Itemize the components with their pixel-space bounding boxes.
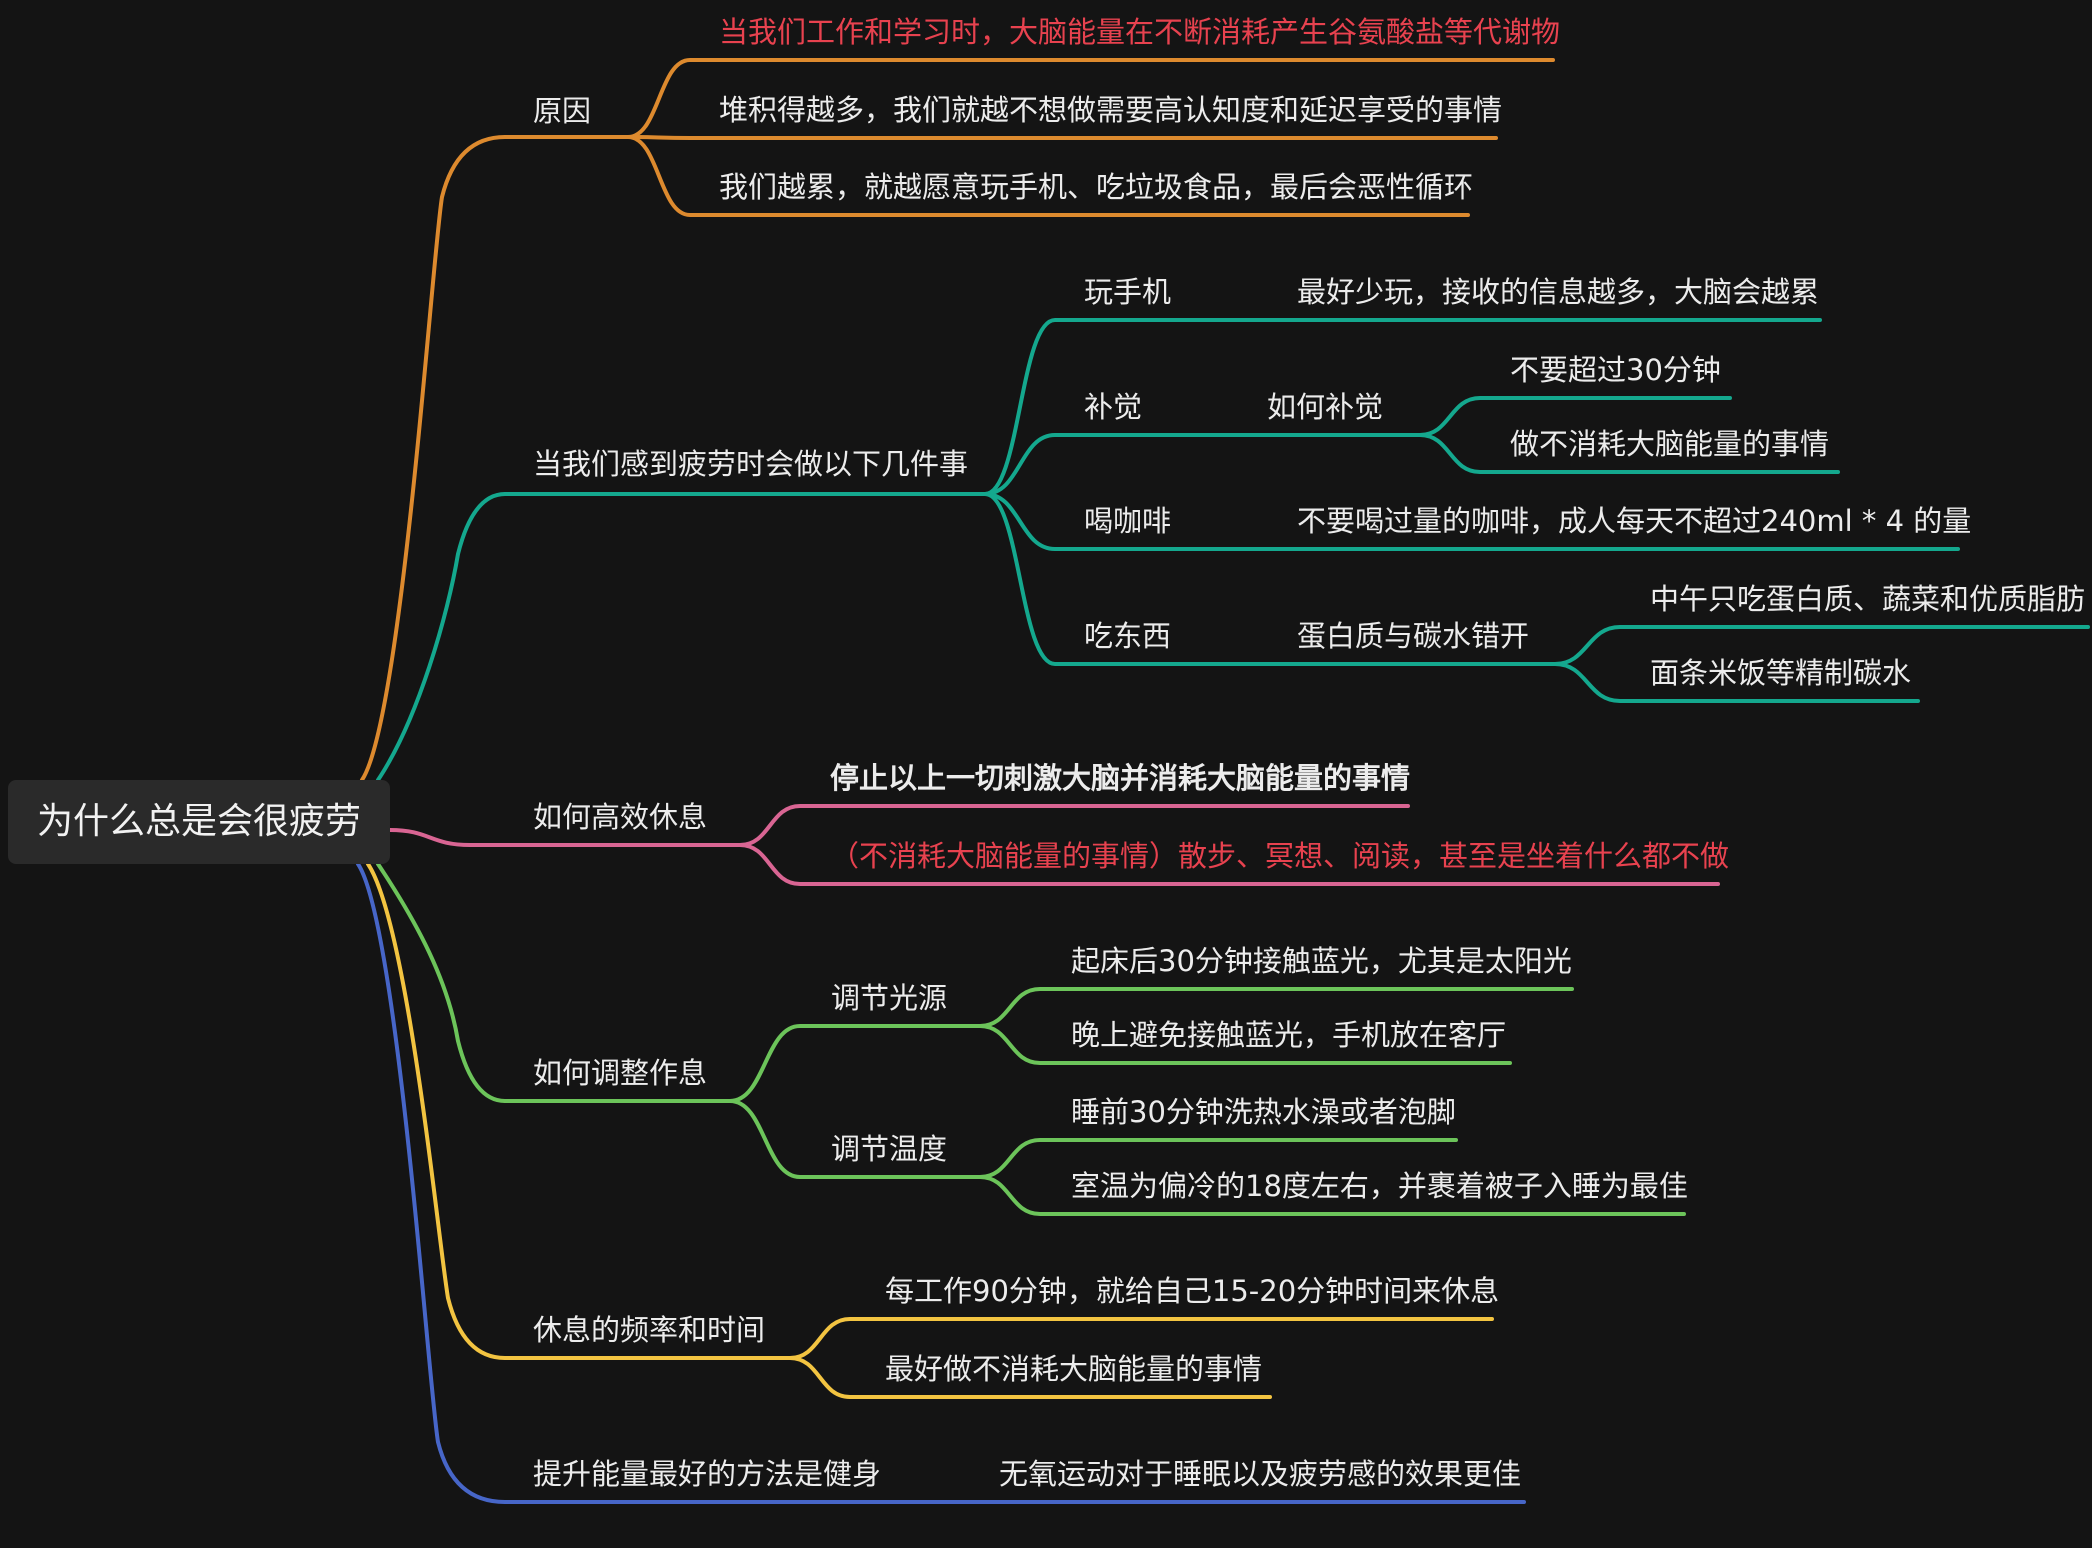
cause-item-3[interactable]: 我们越累，就越愿意玩手机、吃垃圾食品，最后会恶性循环	[719, 170, 1474, 204]
light-item-2[interactable]: 晚上避免接触蓝光，手机放在客厅	[1071, 1018, 1507, 1052]
schedule-temperature[interactable]: 调节温度	[831, 1132, 948, 1166]
tired-nap-item-1[interactable]: 不要超过30分钟	[1510, 353, 1721, 387]
light-item-1[interactable]: 起床后30分钟接触蓝光，尤其是太阳光	[1071, 944, 1572, 978]
edge-cause-3	[626, 135, 1470, 217]
edge-light-1	[978, 987, 1574, 1028]
rest-item-2[interactable]: （不消耗大脑能量的事情）散步、冥想、阅读，甚至是坐着什么都不做	[830, 839, 1730, 873]
edge-nap-2	[1418, 433, 1840, 474]
edge-efficient-rest	[388, 828, 742, 847]
edge-cause-1	[626, 58, 1555, 139]
fitness-item-1[interactable]: 无氧运动对于睡眠以及疲劳感的效果更佳	[999, 1457, 1522, 1491]
edge-temperature	[728, 1099, 982, 1179]
edge-temperature-1	[978, 1138, 1458, 1179]
edge-rest-1	[738, 804, 1410, 847]
branch-adjust-schedule[interactable]: 如何调整作息	[533, 1056, 708, 1090]
tired-nap[interactable]: 补觉	[1084, 390, 1143, 424]
schedule-light[interactable]: 调节光源	[831, 981, 948, 1015]
edge-fitness	[356, 862, 507, 1504]
tired-phone[interactable]: 玩手机	[1084, 275, 1172, 309]
branch-when-tired[interactable]: 当我们感到疲劳时会做以下几件事	[533, 447, 969, 481]
edge-adjust-schedule	[376, 862, 507, 1103]
tired-eat-item-1[interactable]: 中午只吃蛋白质、蔬菜和优质脂肪	[1650, 582, 2086, 616]
cause-item-2[interactable]: 堆积得越多，我们就越不想做需要高认知度和延迟享受的事情	[719, 93, 1503, 127]
edge-frequency-2	[788, 1356, 1272, 1399]
edge-when-tired	[376, 492, 507, 782]
frequency-item-1[interactable]: 每工作90分钟，就给自己15-20分钟时间来休息	[885, 1274, 1500, 1308]
branch-fitness[interactable]: 提升能量最好的方法是健身	[533, 1457, 882, 1491]
edge-cause	[360, 135, 507, 782]
frequency-item-2[interactable]: 最好做不消耗大脑能量的事情	[885, 1352, 1263, 1386]
edge-cause-2	[626, 135, 1498, 140]
edge-rest-frequency	[366, 862, 507, 1360]
cause-item-1[interactable]: 当我们工作和学习时，大脑能量在不断消耗产生谷氨酸盐等代谢物	[719, 15, 1561, 49]
edge-rest-2	[738, 843, 1720, 886]
tired-nap-item-2[interactable]: 做不消耗大脑能量的事情	[1510, 427, 1830, 461]
rest-item-1[interactable]: 停止以上一切刺激大脑并消耗大脑能量的事情	[830, 761, 1411, 795]
edge-nap-1	[1418, 396, 1732, 437]
tired-nap-how[interactable]: 如何补觉	[1267, 390, 1384, 424]
tired-eat-detail[interactable]: 蛋白质与碳水错开	[1297, 619, 1530, 653]
temperature-item-2[interactable]: 室温为偏冷的18度左右，并裹着被子入睡为最佳	[1071, 1169, 1688, 1203]
temperature-item-1[interactable]: 睡前30分钟洗热水澡或者泡脚	[1071, 1095, 1456, 1129]
tired-eat-item-2[interactable]: 面条米饭等精制碳水	[1650, 656, 1912, 690]
tired-eat[interactable]: 吃东西	[1084, 619, 1172, 653]
edge-phone	[983, 318, 1822, 496]
edge-frequency-1	[788, 1317, 1494, 1360]
tired-coffee[interactable]: 喝咖啡	[1084, 504, 1172, 538]
edge-light-2	[978, 1024, 1512, 1065]
tired-coffee-detail[interactable]: 不要喝过量的咖啡，成人每天不超过240ml * 4 的量	[1297, 504, 1972, 538]
branch-rest-frequency[interactable]: 休息的频率和时间	[533, 1313, 766, 1347]
branch-cause[interactable]: 原因	[533, 94, 592, 128]
edge-temperature-2	[978, 1175, 1686, 1216]
edge-coffee	[983, 492, 1960, 551]
branch-efficient-rest[interactable]: 如何高效休息	[533, 800, 708, 834]
edge-eat-2	[1553, 662, 1920, 703]
edge-eat	[983, 492, 1557, 666]
root-topic[interactable]: 为什么总是会很疲劳	[8, 780, 390, 864]
edge-light	[728, 1024, 982, 1103]
edge-nap	[983, 433, 1422, 496]
tired-phone-detail[interactable]: 最好少玩，接收的信息越多，大脑会越累	[1297, 275, 1820, 309]
edge-eat-1	[1553, 625, 2090, 666]
